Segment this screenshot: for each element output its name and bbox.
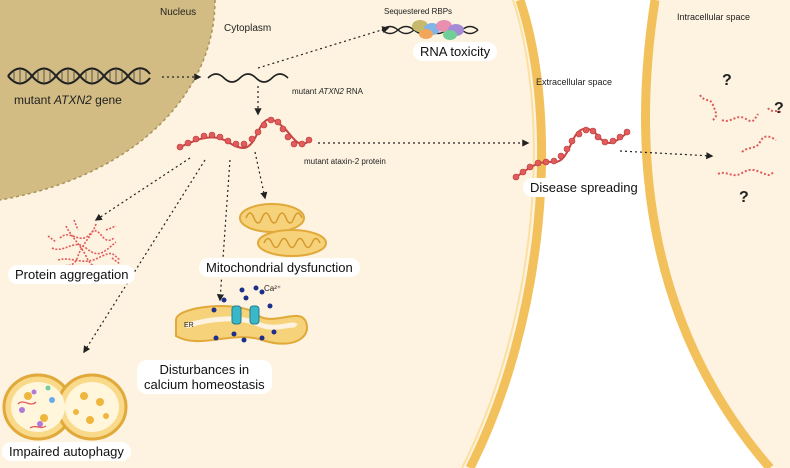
calcium-homeostasis-label: Disturbances in calcium homeostasis <box>137 360 272 394</box>
mitochondrial-dysfunction-label: Mitochondrial dysfunction <box>199 258 360 277</box>
extracellular-protein-chain-icon <box>512 126 631 181</box>
protein-aggregation-label: Protein aggregation <box>8 265 136 284</box>
unknown-mark-3: ? <box>739 189 749 206</box>
nucleus <box>0 0 216 201</box>
dna-helix-icon <box>7 67 151 85</box>
right-cell <box>641 0 790 468</box>
cytoplasm-label: Cytoplasm <box>224 23 272 34</box>
extracellular-space-label: Extracellular space <box>536 77 613 87</box>
calcium-ion-label: Ca²⁺ <box>264 284 282 293</box>
mutant-rna-strand-icon <box>207 73 289 83</box>
impaired-autophagy-label: Impaired autophagy <box>2 442 131 461</box>
endoplasmic-reticulum-icon <box>175 285 309 345</box>
mutant-protein-label: mutant ataxin-2 protein <box>304 157 386 166</box>
rna-with-rbps-icon <box>381 20 479 40</box>
rna-toxicity-label: RNA toxicity <box>413 42 498 61</box>
mutant-rna-label: mutant ATXN2 RNA <box>292 87 364 96</box>
disease-spreading-label: Disease spreading <box>523 178 645 197</box>
intracellular-space-label: Intracellular space <box>677 12 751 22</box>
mutant-gene-label: mutant ATXN2 gene <box>14 93 122 107</box>
nucleus-label: Nucleus <box>160 7 197 18</box>
unknown-mark-2: ? <box>774 100 784 117</box>
mutant-protein-chain-icon <box>176 116 313 151</box>
er-label: ER <box>184 322 194 329</box>
mitochondria-icon <box>239 203 327 257</box>
intracellular-proteins-icon <box>699 94 783 177</box>
protein-aggregate-icon <box>47 219 121 273</box>
autophagosome-icon <box>2 373 128 441</box>
sequestered-rbps-label: Sequestered RBPs <box>384 7 453 16</box>
unknown-mark-1: ? <box>722 72 732 89</box>
